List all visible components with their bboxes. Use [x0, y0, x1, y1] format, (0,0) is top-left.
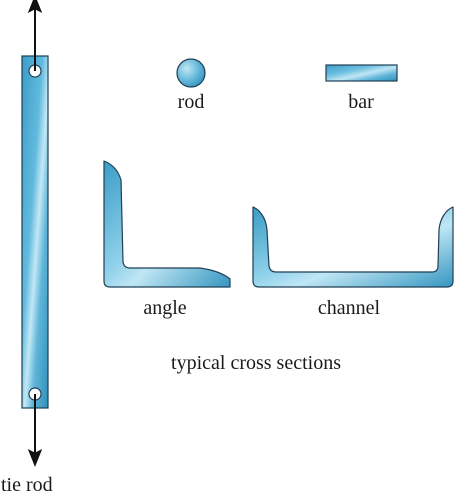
caption-label: typical cross sections — [171, 352, 341, 374]
tie-rod-body — [21, 55, 49, 409]
angle-cross-section — [103, 160, 231, 288]
rod-cross-section — [176, 58, 206, 88]
angle-label: angle — [143, 297, 186, 319]
tie-rod-member — [21, 0, 49, 467]
channel-label: channel — [318, 297, 381, 319]
rod-label: rod — [178, 91, 205, 113]
bar-label: bar — [348, 91, 374, 113]
bar-cross-section — [325, 64, 398, 82]
channel-cross-section — [252, 206, 454, 288]
tie-rod-label: tie rod — [1, 474, 53, 496]
